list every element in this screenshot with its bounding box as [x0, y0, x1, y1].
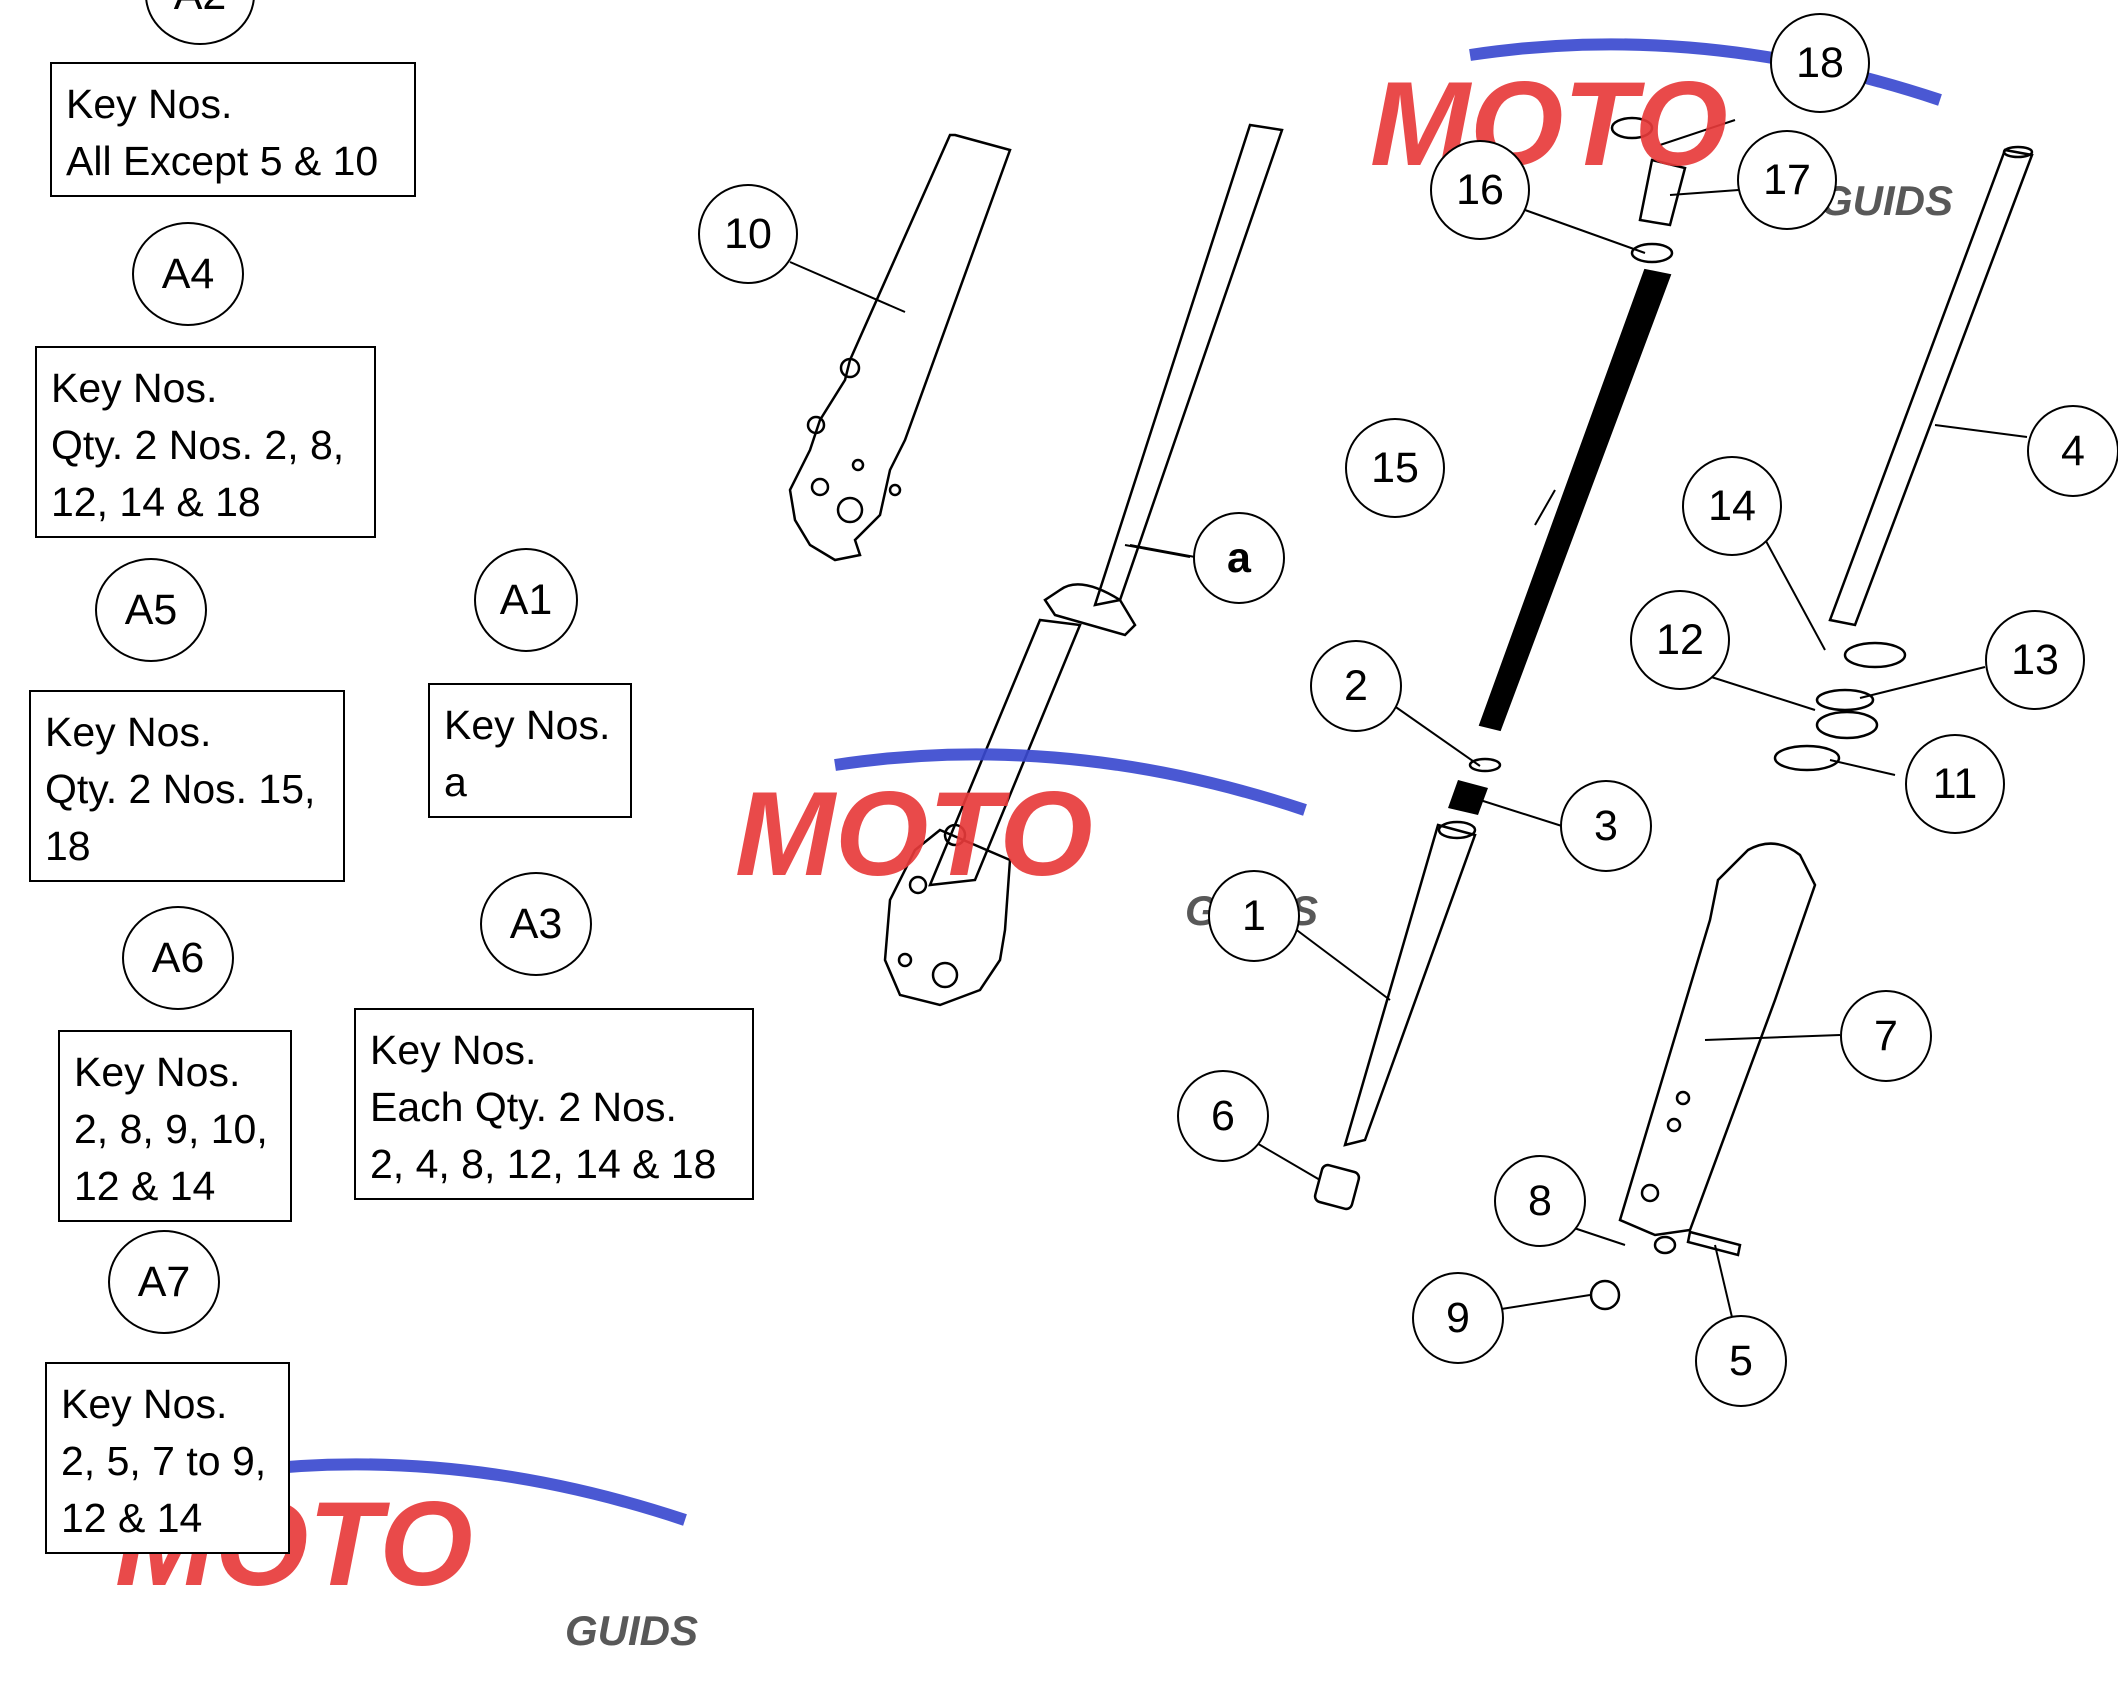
label-A3: A3	[480, 872, 592, 976]
callout-17: 17	[1737, 130, 1837, 230]
box-A5-line-2: Qty. 2 Nos. 15,	[45, 766, 316, 812]
box-A6-line-2: 2, 8, 9, 10,	[74, 1106, 268, 1152]
box-A3-line-3: 2, 4, 8, 12, 14 & 18	[370, 1141, 717, 1187]
box-A7-line-3: 12 & 14	[61, 1495, 203, 1541]
callout-12: 12	[1630, 590, 1730, 690]
part-10-fork-leg	[788, 133, 1012, 562]
callout-4: 4	[2027, 405, 2118, 497]
box-A5-line-3: 18	[45, 823, 91, 869]
box-A4-line-2: Qty. 2 Nos. 2, 8,	[51, 422, 345, 468]
box-A4: Key Nos. Qty. 2 Nos. 2, 8, 12, 14 & 18	[35, 346, 376, 538]
label-A7: A7	[108, 1230, 220, 1334]
small-parts	[1313, 116, 1907, 1311]
svg-text:GUIDS: GUIDS	[1820, 177, 1953, 224]
callout-7: 7	[1840, 990, 1932, 1082]
svg-text:MOTO: MOTO	[1370, 57, 1728, 191]
part-1-damper-rod	[1343, 820, 1477, 1147]
callout-13: 13	[1985, 610, 2085, 710]
watermark-logos: MOTO GUIDS MOTO GUIDS MOTO GUIDS	[115, 38, 1953, 1654]
box-A2-line-2: All Except 5 & 10	[66, 138, 379, 184]
callout-3: 3	[1560, 780, 1652, 872]
label-A4: A4	[132, 222, 244, 326]
callout-8: 8	[1494, 1155, 1586, 1247]
box-A3: Key Nos. Each Qty. 2 Nos. 2, 4, 8, 12, 1…	[354, 1008, 754, 1200]
leader-lines	[789, 119, 2028, 1331]
part-a-fork-assembly	[883, 123, 1284, 1007]
callout-2: 2	[1310, 640, 1402, 732]
callout-15: 15	[1345, 418, 1445, 518]
part-3-spacer	[1448, 780, 1488, 815]
box-A6: Key Nos. 2, 8, 9, 10, 12 & 14	[58, 1030, 292, 1222]
label-A6: A6	[122, 906, 234, 1010]
box-A1-line-2: a	[444, 759, 467, 805]
box-A3-line-2: Each Qty. 2 Nos.	[370, 1084, 677, 1130]
part-7-lower-leg	[1618, 842, 1817, 1237]
box-A7-line-1: Key Nos.	[61, 1381, 228, 1427]
svg-text:GUIDS: GUIDS	[565, 1607, 698, 1654]
svg-text:MOTO: MOTO	[735, 767, 1093, 901]
box-A5-line-1: Key Nos.	[45, 709, 212, 755]
box-A3-line-1: Key Nos.	[370, 1027, 537, 1073]
callout-1: 1	[1208, 870, 1300, 962]
callout-6: 6	[1177, 1070, 1269, 1162]
box-A7-line-2: 2, 5, 7 to 9,	[61, 1438, 267, 1484]
callout-a: a	[1193, 512, 1285, 604]
box-A5: Key Nos. Qty. 2 Nos. 15, 18	[29, 690, 345, 882]
callout-18: 18	[1770, 13, 1870, 113]
part-4-inner-tube	[1828, 145, 2034, 627]
callout-5: 5	[1695, 1315, 1787, 1407]
box-A6-line-1: Key Nos.	[74, 1049, 241, 1095]
callout-9: 9	[1412, 1272, 1504, 1364]
label-A5: A5	[95, 558, 207, 662]
part-15-spring	[1478, 268, 1672, 732]
box-A7: Key Nos. 2, 5, 7 to 9, 12 & 14	[45, 1362, 290, 1554]
box-A1-line-1: Key Nos.	[444, 702, 611, 748]
box-A2-line-1: Key Nos.	[66, 81, 233, 127]
box-A1: Key Nos. a	[428, 683, 632, 818]
box-A4-line-1: Key Nos.	[51, 365, 218, 411]
callout-11: 11	[1905, 734, 2005, 834]
box-A4-line-3: 12, 14 & 18	[51, 479, 261, 525]
callout-10: 10	[698, 184, 798, 284]
box-A6-line-3: 12 & 14	[74, 1163, 216, 1209]
label-A1: A1	[474, 548, 578, 652]
callout-14: 14	[1682, 456, 1782, 556]
callout-16: 16	[1430, 140, 1530, 240]
box-A2: Key Nos. All Except 5 & 10	[50, 62, 416, 197]
